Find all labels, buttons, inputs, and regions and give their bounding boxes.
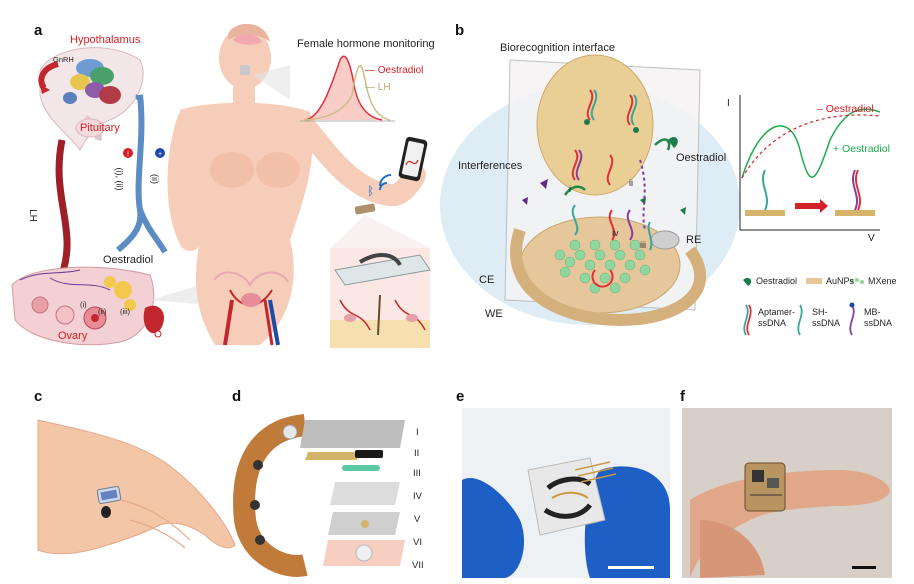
marker-iv-label: iv [612, 228, 619, 238]
legend-aptamer-line2: ssDNA [758, 318, 787, 328]
aptamer-strands-top [571, 89, 639, 186]
redox-arrow [591, 269, 614, 288]
svg-text:!: ! [127, 151, 129, 158]
interferences-label: Interferences [458, 160, 523, 172]
biorecognition-disk [536, 54, 654, 196]
ce-label: CE [479, 274, 495, 286]
stimulatory-marker-icon [123, 148, 133, 158]
layer-label-ii: II [414, 448, 420, 459]
gnrh-label: GnRH [53, 55, 74, 64]
layer-label-iv: IV [413, 491, 422, 502]
panel-e-letter: e [456, 388, 465, 405]
binding-arrow-i [563, 185, 586, 196]
plus-oestradiol-label: + Oestradiol [833, 143, 890, 155]
scale-bar-f [852, 566, 876, 569]
skin-inset-illustration [330, 248, 431, 348]
hormone-curves-chart [300, 55, 395, 122]
legend-oestradiol-a: — Oestradiol [365, 65, 424, 76]
aptamer-strands-bottom [571, 159, 653, 251]
we-label: WE [485, 308, 503, 320]
legend-mb-line1: MB- [864, 307, 881, 317]
pituitary-label: Pituitary [80, 122, 120, 134]
marker-iii-label: iii [640, 240, 646, 250]
minus-oestradiol-label: – Oestradiol [817, 103, 874, 115]
wrist-sensor [354, 203, 376, 215]
legend-sh-line1: SH- [812, 307, 828, 317]
ovary-zoom-connector [150, 282, 210, 305]
legend-aptamer-line1: Aptamer- [758, 307, 796, 317]
marker-ii-label: ii [629, 178, 633, 188]
oestradiol-label-b: Oestradiol [676, 152, 727, 164]
plot-x-label: V [868, 233, 875, 244]
panel-e-photo [462, 408, 670, 578]
panel-b-letter: b [455, 22, 465, 39]
binding-arrow-oestradiol [654, 138, 671, 151]
female-body-silhouette [167, 23, 426, 346]
plot-y-label: I [727, 98, 730, 109]
panel-f-photo [682, 408, 892, 578]
layer-label-iii: III [413, 468, 421, 479]
oestradiol-vessel [116, 94, 168, 254]
hypothalamus-illustration [38, 47, 144, 151]
ovary-label: Ovary [58, 330, 88, 342]
svg-text:+: + [158, 151, 162, 158]
re-label: RE [686, 234, 702, 246]
monitoring-title: Female hormone monitoring [297, 38, 435, 50]
iv-response-plot [739, 95, 881, 231]
legend-lh-a: — LH [365, 82, 391, 93]
head-sensor [240, 65, 250, 75]
panel-c-letter: c [34, 388, 43, 405]
hypothalamus-label: Hypothalamus [70, 34, 141, 46]
counter-electrode [510, 228, 707, 327]
skin-zoom-beam [330, 215, 430, 248]
legend-oestradiol-b: Oestradiol [756, 276, 798, 286]
oestradiol-label-a: Oestradiol [103, 254, 154, 266]
bluetooth-icon: ᛒ [367, 184, 374, 198]
mxene-particles [554, 239, 651, 294]
panel-d-device-layers [233, 414, 405, 577]
layer-label-v: V [414, 514, 421, 525]
follicle-ii-label: (ii) [98, 307, 107, 316]
brain-zoom-beam [253, 65, 290, 100]
panel-a-letter: a [34, 22, 43, 39]
layer-label-i: I [416, 427, 419, 438]
pituitary-illustration [75, 118, 105, 138]
layer-label-vii: VII [412, 560, 424, 571]
biorecognition-label: Biorecognition interface [500, 42, 615, 54]
smartphone-icon [398, 136, 428, 182]
legend-mb-line2: ssDNA [864, 318, 893, 328]
scale-bar-e [608, 566, 654, 569]
ovary-illustration [11, 266, 165, 346]
legend-mxene: MXene [868, 276, 897, 286]
follicle-iii-label: (iii) [120, 307, 130, 316]
panel-d-letter: d [232, 388, 242, 405]
panel-f-letter: f [680, 388, 685, 405]
panel-b-legend-icons [743, 277, 864, 336]
legend-aunps: AuNPs [826, 276, 855, 286]
panel-c-hand-illustration [37, 419, 236, 555]
follicle-i-label: (i) [80, 300, 87, 309]
marker-i-label: i [569, 184, 571, 194]
legend-sh-line2: ssDNA [812, 318, 841, 328]
positive-marker-icon [155, 148, 165, 158]
wireless-signal-icon [379, 174, 392, 191]
layer-label-vi: VI [413, 537, 422, 548]
